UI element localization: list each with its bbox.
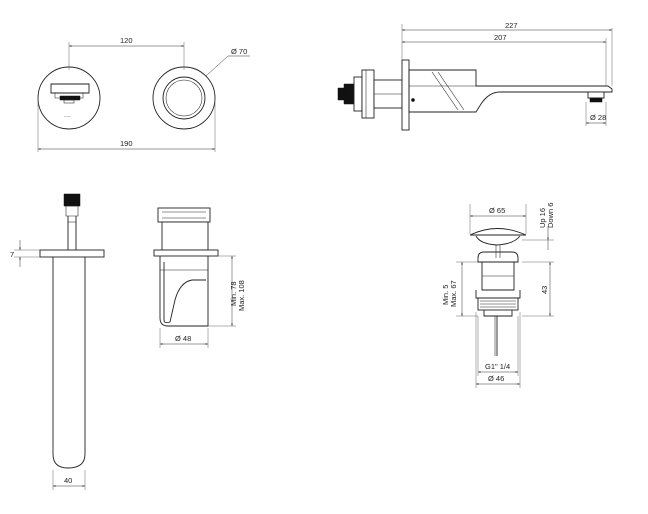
spout-plan-marking: ~~~ — [64, 114, 72, 119]
dim-overall-length: 227 — [505, 21, 518, 30]
mixer-view: Ø 48 Min. 78 Max. 108 — [153, 207, 246, 348]
dim-base-diameter: Ø 46 — [488, 374, 504, 383]
front-view: 40 7 — [10, 193, 105, 490]
dim-plate-thickness: 7 — [10, 250, 14, 259]
dim-travel-down: Down 6 — [546, 203, 555, 228]
dim-leader-knob — [205, 55, 229, 77]
side-view: 227 207 Ø 28 — [337, 21, 613, 131]
dim-depth-min: Min. 78 — [229, 281, 238, 306]
dim-knob-diameter: Ø 70 — [231, 47, 247, 56]
dim-spacing: 120 — [120, 36, 133, 45]
plan-view: ~~~ 120 190 Ø 70 — [37, 36, 250, 152]
dim-thickness-min: Min. 5 — [441, 285, 450, 305]
drain-view: Ø 65 Up 16 Down 6 43 Min. 5 Max. 67 G1" … — [441, 203, 555, 388]
dim-width: 190 — [120, 139, 133, 148]
dim-body-height: 43 — [540, 286, 549, 294]
dim-thickness-max: Max. 67 — [449, 280, 458, 307]
dim-spout-length: 207 — [494, 33, 507, 42]
dim-cap-diameter: Ø 65 — [489, 206, 505, 215]
spout-plate-plan: ~~~ — [37, 66, 101, 130]
dim-depth-max: Max. 108 — [237, 280, 246, 311]
dim-body-diameter: Ø 48 — [175, 334, 191, 343]
dim-outlet-diameter: Ø 28 — [590, 113, 606, 122]
dim-spout-width: 40 — [64, 476, 72, 485]
dim-travel-up: Up 16 — [538, 208, 547, 228]
mixer-plate-plan — [152, 66, 216, 130]
dim-thread: G1" 1/4 — [485, 362, 510, 371]
